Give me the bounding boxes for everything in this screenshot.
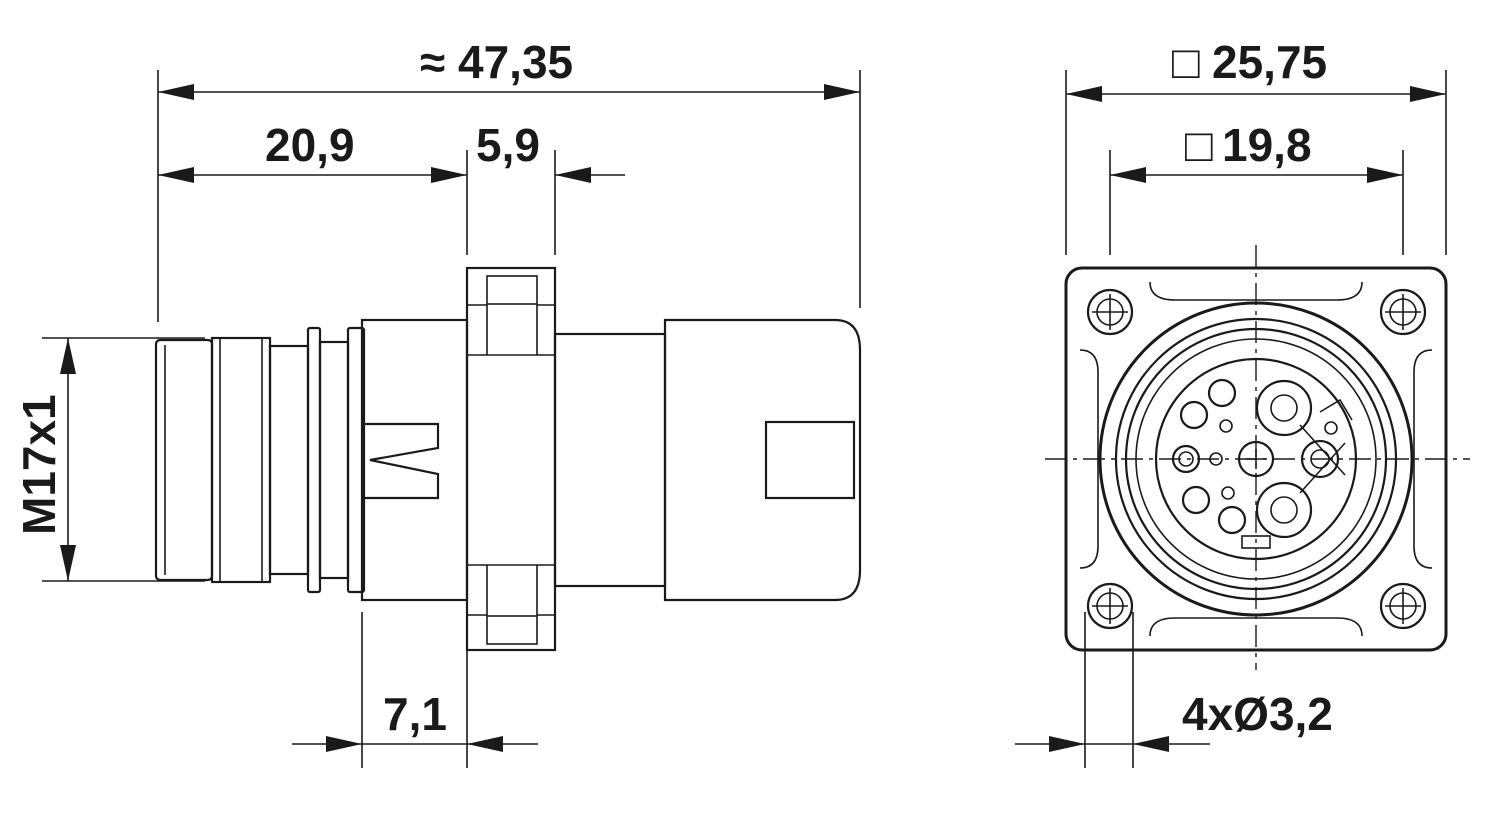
dim-hole-square: □ 19,8 — [1109, 119, 1404, 255]
side-view: ≈ 47,35 20,9 5,9 M17x1 — [13, 36, 862, 768]
connector-face — [1098, 301, 1414, 617]
front-view: □ 25,75 □ 19,8 4xØ3,2 — [1015, 36, 1470, 768]
flange-square-label: 25,75 — [1212, 36, 1327, 88]
mounting-hole-top-right — [1379, 288, 1427, 336]
dim-flange-square: □ 25,75 — [1065, 36, 1447, 255]
dim-overall-length: ≈ 47,35 — [157, 36, 861, 322]
mounting-holes-label: 4xØ3,2 — [1182, 688, 1333, 740]
flange-square-symbol: □ — [1172, 36, 1200, 88]
front-length-label: 20,9 — [265, 119, 355, 171]
dim-mounting-holes: 4xØ3,2 — [1015, 612, 1333, 768]
overall-length-label: 47,35 — [458, 36, 573, 88]
flange-thickness-label: 5,9 — [476, 119, 540, 171]
mounting-hole-bottom-left — [1086, 582, 1134, 630]
dim-flange-thickness: 5,9 — [476, 119, 625, 255]
approx-symbol: ≈ — [420, 36, 445, 88]
dim-rear-offset: 7,1 — [292, 612, 538, 768]
right-relief — [1413, 349, 1433, 569]
mounting-hole-top-left — [1086, 288, 1134, 336]
connector-side-body — [154, 266, 862, 652]
hole-square-label: 19,8 — [1222, 119, 1312, 171]
hole-square-symbol: □ — [1185, 119, 1213, 171]
mounting-hole-bottom-right — [1379, 582, 1427, 630]
dim-front-length: 20,9 — [158, 119, 468, 255]
rear-offset-label: 7,1 — [383, 688, 447, 740]
thread-label: M17x1 — [13, 394, 65, 535]
dim-thread: M17x1 — [13, 337, 205, 582]
